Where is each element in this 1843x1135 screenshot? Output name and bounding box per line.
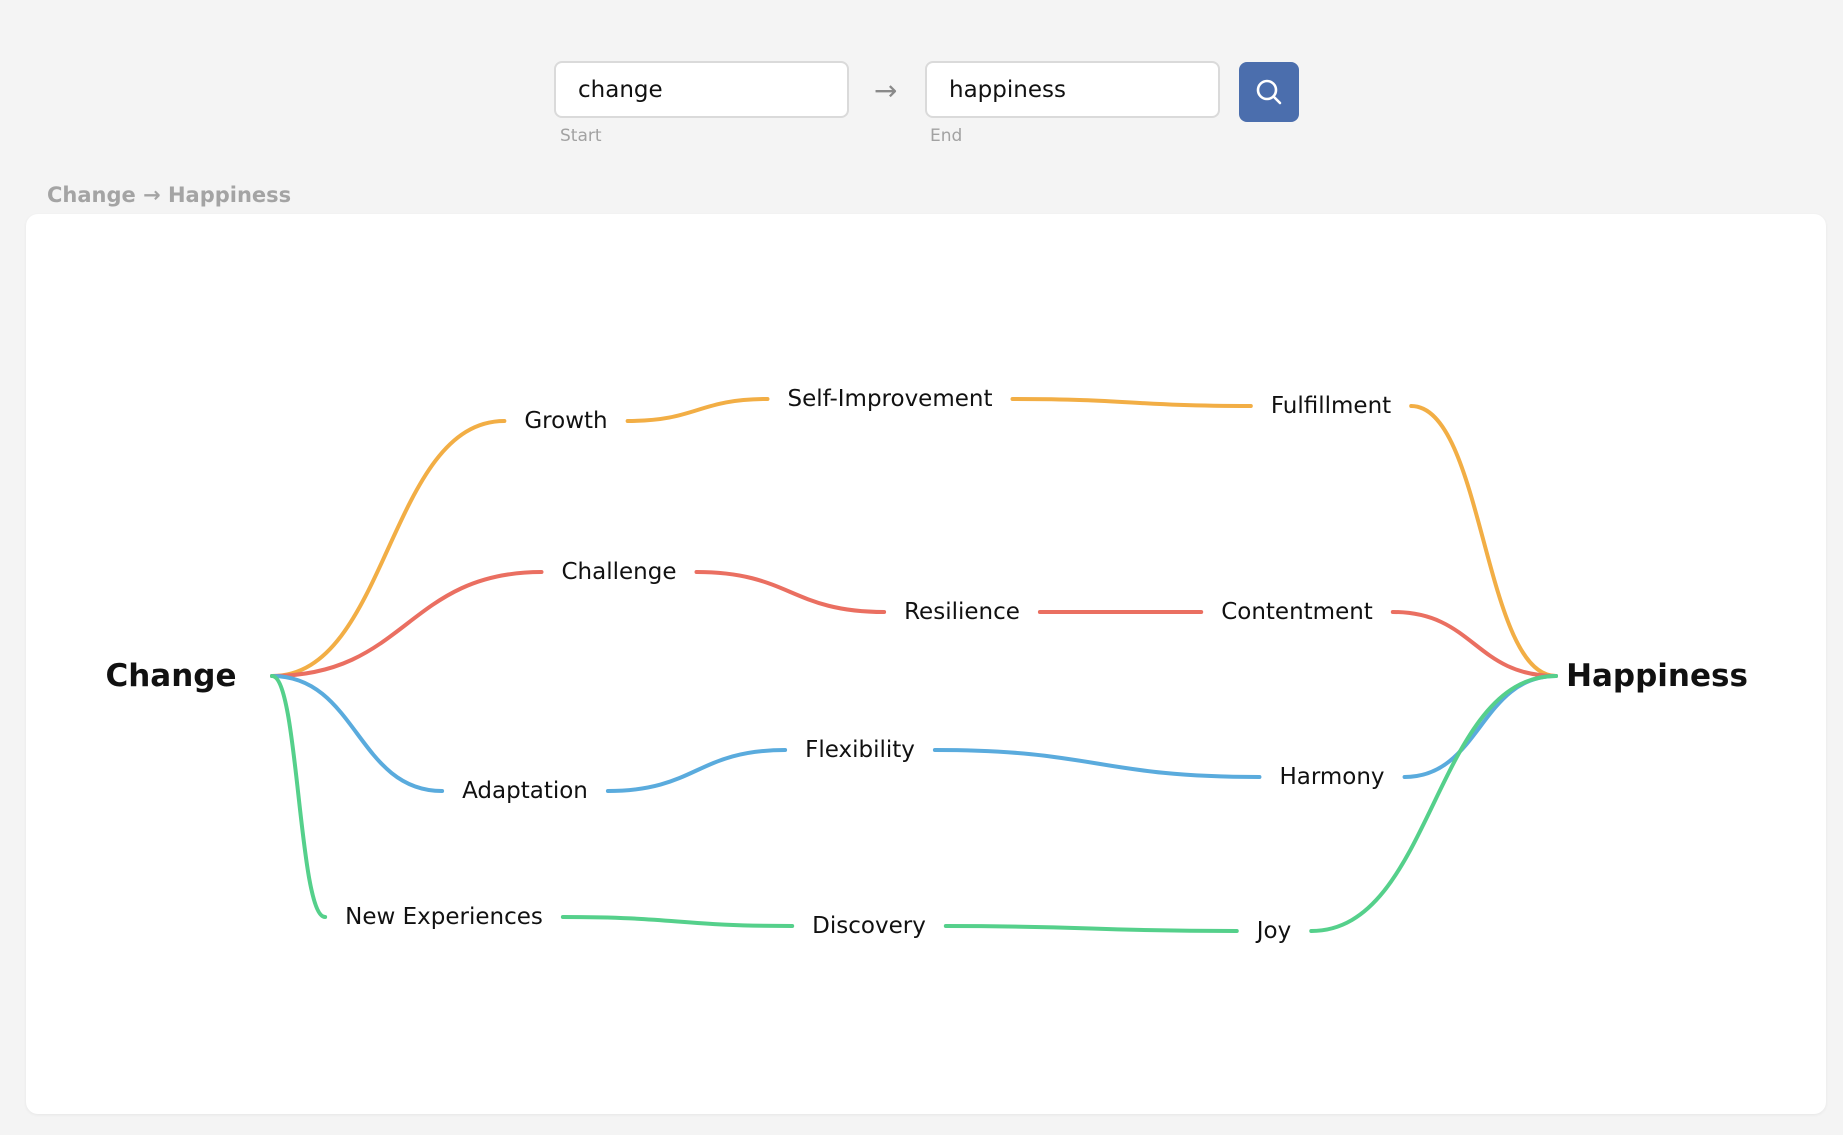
node-self-improvement: Self-Improvement bbox=[787, 386, 992, 412]
search-icon bbox=[1254, 77, 1284, 107]
word-path-graph: Change Happiness Growth Self-Improvement Ful… bbox=[105, 386, 1748, 944]
end-word-input[interactable] bbox=[925, 61, 1220, 118]
node-end-happiness: Happiness bbox=[1566, 658, 1748, 694]
edge-self-improvement-fulfillment bbox=[1010, 397, 1253, 408]
edge-adaptation-flexibility bbox=[605, 748, 788, 793]
edge-start-adaptation bbox=[270, 674, 445, 793]
node-new-experiences: New Experiences bbox=[345, 904, 543, 930]
node-adaptation: Adaptation bbox=[462, 778, 588, 804]
node-start-change: Change bbox=[105, 658, 236, 694]
node-resilience: Resilience bbox=[904, 599, 1020, 625]
node-flexibility: Flexibility bbox=[805, 737, 915, 763]
edge-new-experiences-discovery bbox=[560, 915, 795, 928]
node-growth: Growth bbox=[524, 408, 607, 434]
start-caption: Start bbox=[560, 126, 602, 146]
edge-harmony-end bbox=[1402, 674, 1558, 779]
node-challenge: Challenge bbox=[562, 559, 677, 585]
edge-growth-self-improvement bbox=[625, 397, 770, 423]
start-word-input[interactable] bbox=[554, 61, 849, 118]
node-discovery: Discovery bbox=[812, 913, 926, 939]
node-joy: Joy bbox=[1255, 918, 1291, 944]
edge-start-challenge bbox=[270, 570, 544, 678]
graph-panel: Change Happiness Growth Self-Improvement Ful… bbox=[26, 214, 1826, 1114]
edge-start-new-experiences bbox=[270, 674, 328, 919]
edge-discovery-joy bbox=[943, 924, 1239, 933]
node-fulfillment: Fulfillment bbox=[1271, 393, 1391, 419]
edge-joy-end bbox=[1309, 674, 1558, 933]
node-harmony: Harmony bbox=[1279, 764, 1384, 790]
edge-fulfillment-end bbox=[1409, 404, 1558, 678]
edge-flexibility-harmony bbox=[932, 748, 1262, 779]
arrow-separator: → bbox=[874, 74, 898, 107]
edge-contentment-end bbox=[1390, 610, 1558, 678]
edge-start-growth bbox=[270, 419, 507, 678]
search-button[interactable] bbox=[1239, 62, 1299, 122]
edge-challenge-resilience bbox=[694, 570, 887, 614]
node-contentment: Contentment bbox=[1221, 599, 1373, 625]
end-caption: End bbox=[930, 126, 963, 146]
path-title: Change → Happiness bbox=[47, 183, 292, 207]
